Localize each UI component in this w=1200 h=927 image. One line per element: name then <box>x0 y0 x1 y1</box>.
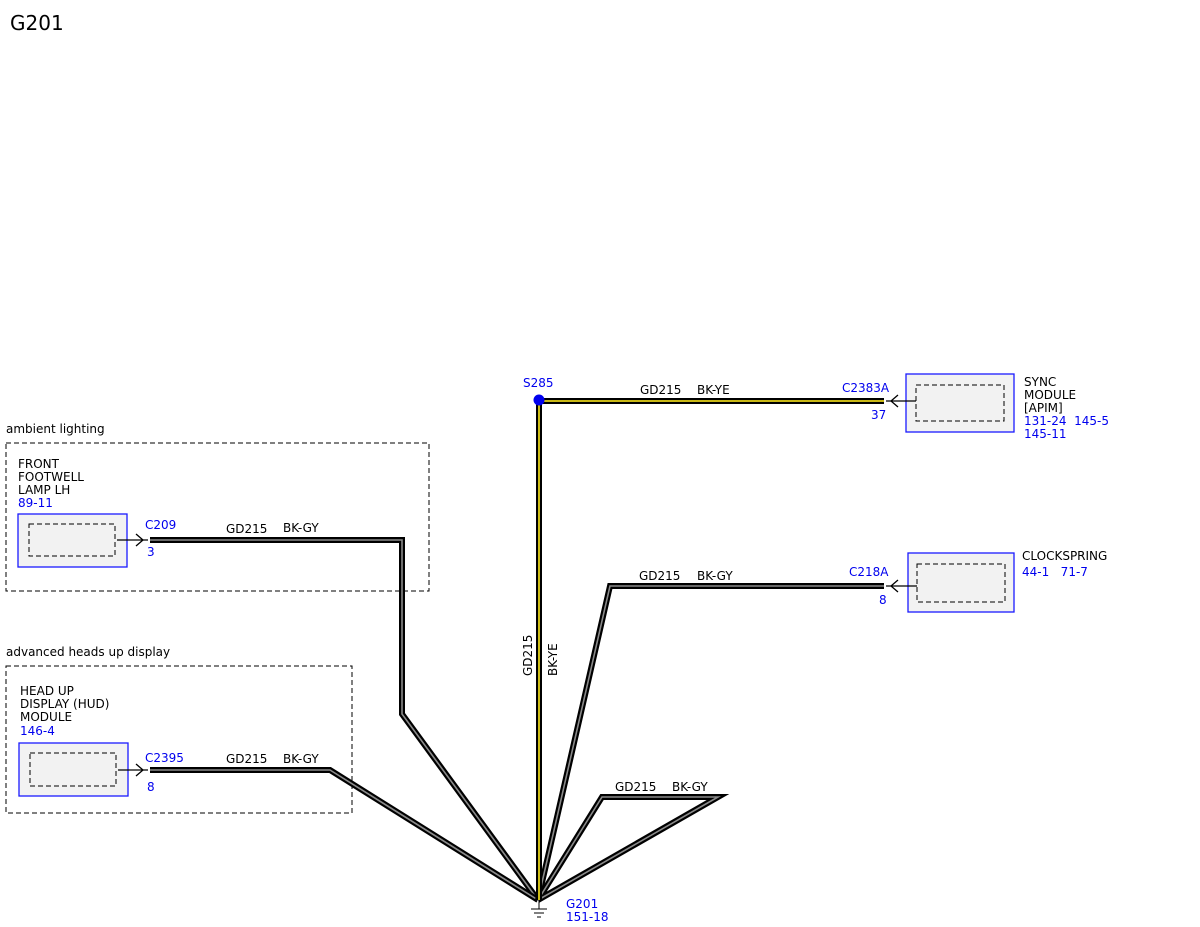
footwell-module-box[interactable] <box>17 513 128 568</box>
hud-ref[interactable]: 146-4 <box>20 724 55 738</box>
wire-footwell-color: BK-GY <box>283 521 319 535</box>
connector-c2395-pin: 8 <box>147 780 155 794</box>
group-label-advanced-hud: advanced heads up display <box>6 645 170 659</box>
connector-c2395-arrow <box>118 763 148 777</box>
sync-ref-2[interactable]: 145-11 <box>1024 427 1067 441</box>
splice-label: S285 <box>523 376 554 390</box>
splice-dot <box>533 394 545 406</box>
connector-c2383a-label[interactable]: C2383A <box>842 381 890 395</box>
footwell-ref[interactable]: 89-11 <box>18 496 53 510</box>
wire-clockspring <box>535 583 884 901</box>
footwell-name-line1: FRONT <box>18 457 60 471</box>
hud-module-box[interactable] <box>18 742 129 797</box>
hud-name-line3: MODULE <box>20 710 72 724</box>
hud-name-line1: HEAD UP <box>20 684 74 698</box>
clockspring-module-box[interactable] <box>907 552 1015 613</box>
group-box-advanced-hud <box>5 665 353 814</box>
page-title: G201 <box>10 11 64 35</box>
wire-loop-circuit: GD215 <box>615 780 656 794</box>
clockspring-name: CLOCKSPRING <box>1022 549 1107 563</box>
footwell-name-line2: FOOTWELL <box>18 470 84 484</box>
connector-c209-pin: 3 <box>147 545 155 559</box>
sync-module-box[interactable] <box>905 373 1015 433</box>
wire-sync-color: BK-YE <box>697 383 730 397</box>
connector-c218a-label[interactable]: C218A <box>849 565 889 579</box>
wire-hud-circuit: GD215 <box>226 752 267 766</box>
group-label-ambient-lighting: ambient lighting <box>6 422 105 436</box>
connector-c218a-arrow <box>886 579 917 593</box>
sync-name-line3: [APIM] <box>1024 401 1063 415</box>
wire-hud <box>150 767 540 903</box>
wire-sync-circuit: GD215 <box>640 383 681 397</box>
wire-clockspring-circuit: GD215 <box>639 569 680 583</box>
wire-loop <box>535 794 730 903</box>
footwell-name-line3: LAMP LH <box>18 483 70 497</box>
group-box-ambient-lighting <box>5 442 430 592</box>
sync-name-line2: MODULE <box>1024 388 1076 402</box>
connector-c209-label[interactable]: C209 <box>145 518 176 532</box>
ground-ref: 151-18 <box>566 910 609 924</box>
wire-footwell <box>150 537 541 902</box>
wire-vertical-color: BK-YE <box>546 643 560 676</box>
connector-c209-arrow <box>117 533 148 547</box>
sync-ref-1[interactable]: 131-24 145-5 <box>1024 414 1109 428</box>
hud-name-line2: DISPLAY (HUD) <box>20 697 109 711</box>
ground-label: G201 <box>566 897 598 911</box>
connector-c218a-pin: 8 <box>879 593 887 607</box>
wire-footwell-circuit: GD215 <box>226 522 267 536</box>
wire-loop-color: BK-GY <box>672 780 708 794</box>
connector-c2395-label[interactable]: C2395 <box>145 751 184 765</box>
connector-c2383a-arrow <box>886 394 916 408</box>
wire-vertical-circuit: GD215 <box>521 635 535 676</box>
sync-name-line1: SYNC <box>1024 375 1056 389</box>
ground-symbol <box>531 900 547 918</box>
connector-c2383a-pin: 37 <box>871 408 886 422</box>
wire-hud-color: BK-GY <box>283 752 319 766</box>
wire-clockspring-color: BK-GY <box>697 569 733 583</box>
clockspring-ref[interactable]: 44-1 71-7 <box>1022 565 1088 579</box>
